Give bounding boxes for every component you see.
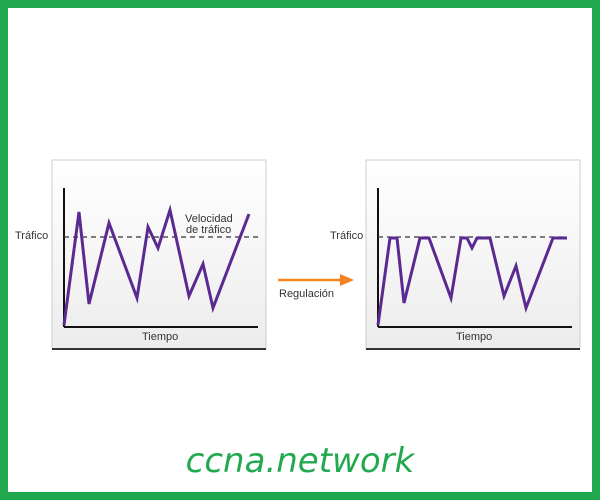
traffic-line [62, 204, 251, 326]
x-axis-label: Tiempo [456, 331, 492, 343]
arrow-label: Regulación [279, 288, 334, 300]
shaped-traffic-line [376, 236, 567, 326]
x-axis-label: Tiempo [142, 331, 178, 343]
arrow-head-icon [340, 274, 354, 286]
threshold-label-line1: Velocidad [185, 213, 233, 225]
right-chart-panel: Tráfico Tiempo [330, 159, 581, 350]
brand-watermark: ccna.network [186, 441, 416, 481]
shaping-arrow: Regulación [278, 274, 354, 300]
y-axis-label: Tráfico [330, 230, 363, 242]
left-chart-panel: Tráfico Velocidad de tráfico Tiempo [15, 159, 267, 350]
threshold-label-line2: de tráfico [186, 224, 231, 236]
y-axis-label: Tráfico [15, 230, 48, 242]
